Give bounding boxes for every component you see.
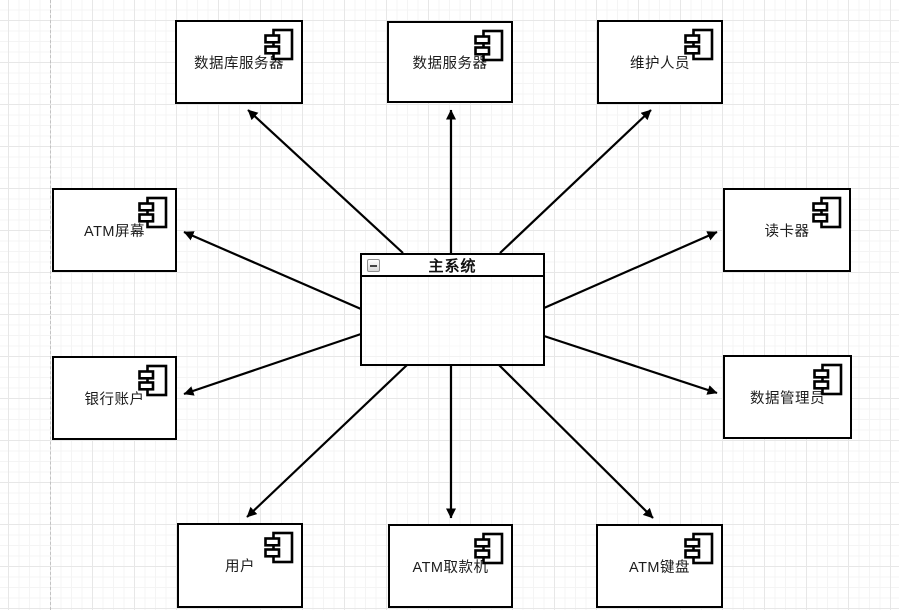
- uml-component-icon: [812, 196, 842, 229]
- main-system-frame[interactable]: 主系统: [360, 253, 545, 366]
- component-user[interactable]: 用户: [177, 523, 303, 608]
- main-system-title: 主系统: [428, 257, 477, 275]
- connector-to-maintenance[interactable]: [499, 109, 652, 254]
- component-atm-machine[interactable]: ATM取款机: [388, 524, 513, 608]
- main-system-titlebar: 主系统: [362, 255, 543, 277]
- component-label: 银行账户: [84, 391, 145, 408]
- uml-component-icon: [684, 532, 714, 565]
- component-label: 数据服务器: [412, 55, 488, 72]
- collapse-button[interactable]: [367, 259, 380, 272]
- component-label: 数据库服务器: [194, 55, 284, 72]
- component-db-server[interactable]: 数据库服务器: [175, 20, 303, 104]
- component-label: ATM屏幕: [83, 223, 146, 240]
- component-label: ATM键盘: [628, 559, 691, 576]
- component-maintenance[interactable]: 维护人员: [597, 20, 723, 104]
- component-card-reader[interactable]: 读卡器: [723, 188, 851, 272]
- component-label: 用户: [225, 559, 255, 575]
- uml-component-icon: [264, 28, 294, 61]
- connector-to-atm-screen[interactable]: [183, 230, 362, 311]
- uml-component-icon: [474, 29, 504, 62]
- uml-component-icon: [138, 196, 168, 229]
- page-boundary-guide: [50, 0, 51, 610]
- uml-component-icon: [264, 531, 294, 564]
- component-label: 数据管理员: [750, 390, 825, 407]
- uml-component-icon: [138, 364, 168, 397]
- connector-to-db-server[interactable]: [247, 109, 404, 254]
- component-label: ATM取款机: [412, 559, 489, 576]
- connector-to-card-reader[interactable]: [543, 230, 718, 310]
- component-data-admin[interactable]: 数据管理员: [723, 355, 852, 439]
- uml-component-icon: [474, 532, 504, 565]
- component-label: 维护人员: [630, 55, 690, 72]
- component-data-server[interactable]: 数据服务器: [387, 21, 513, 103]
- connector-to-atm-keyboard[interactable]: [498, 364, 654, 519]
- component-atm-screen[interactable]: ATM屏幕: [52, 188, 177, 272]
- connector-to-data-admin[interactable]: [543, 334, 718, 395]
- component-bank-account[interactable]: 银行账户: [52, 356, 177, 440]
- connector-to-bank-account[interactable]: [183, 332, 362, 396]
- component-atm-keyboard[interactable]: ATM键盘: [596, 524, 723, 608]
- main-system-body: [362, 277, 543, 364]
- uml-component-icon: [813, 363, 843, 396]
- minus-icon: [370, 264, 377, 267]
- uml-component-icon: [684, 28, 714, 61]
- connector-to-user[interactable]: [246, 364, 408, 518]
- component-label: 读卡器: [764, 223, 810, 240]
